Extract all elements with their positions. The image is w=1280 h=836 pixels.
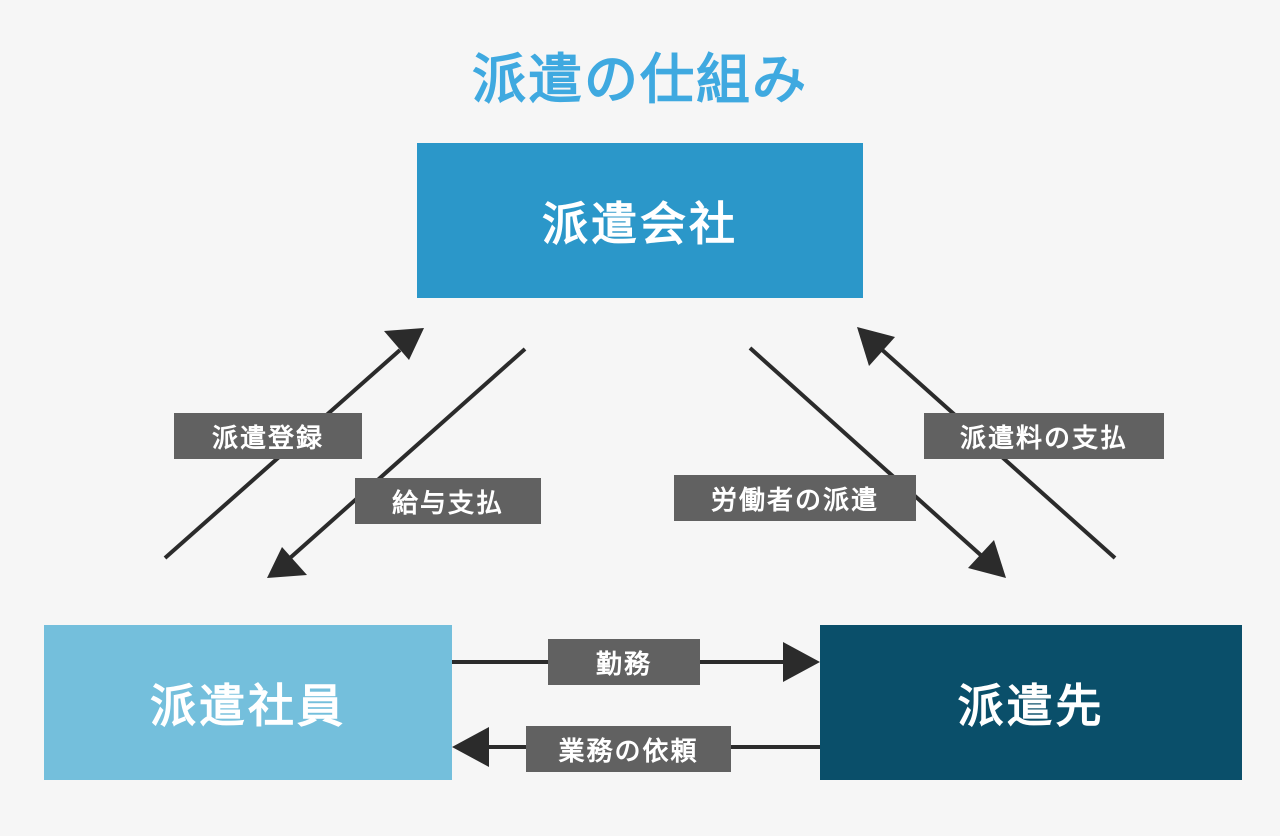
edge-label-worker-dispatch: 労働者の派遣	[674, 475, 916, 521]
node-dispatched-worker: 派遣社員	[44, 625, 452, 780]
arrow-worker-dispatch	[748, 346, 986, 560]
node-dispatch-company-label: 派遣会社	[542, 196, 738, 251]
node-dispatched-worker-label: 派遣社員	[150, 678, 346, 733]
node-client-company-label: 派遣先	[957, 678, 1105, 733]
edge-label-work: 勤務	[548, 639, 700, 685]
edge-label-registration: 派遣登録	[174, 413, 362, 459]
arrowhead-work-request	[452, 727, 489, 767]
node-client-company: 派遣先	[820, 625, 1242, 780]
edge-label-work-request: 業務の依頼	[526, 726, 731, 772]
edge-label-salary: 給与支払	[355, 478, 541, 524]
arrowhead-salary	[267, 547, 307, 578]
arrowhead-work	[783, 642, 820, 682]
arrowhead-fee-payment	[857, 327, 895, 366]
node-dispatch-company: 派遣会社	[417, 143, 863, 298]
edge-label-fee-payment: 派遣料の支払	[924, 413, 1164, 459]
arrowhead-worker-dispatch	[968, 540, 1006, 578]
arrowhead-registration	[384, 328, 424, 360]
arrow-salary	[288, 347, 527, 560]
diagram-title: 派遣の仕組み	[472, 48, 808, 111]
